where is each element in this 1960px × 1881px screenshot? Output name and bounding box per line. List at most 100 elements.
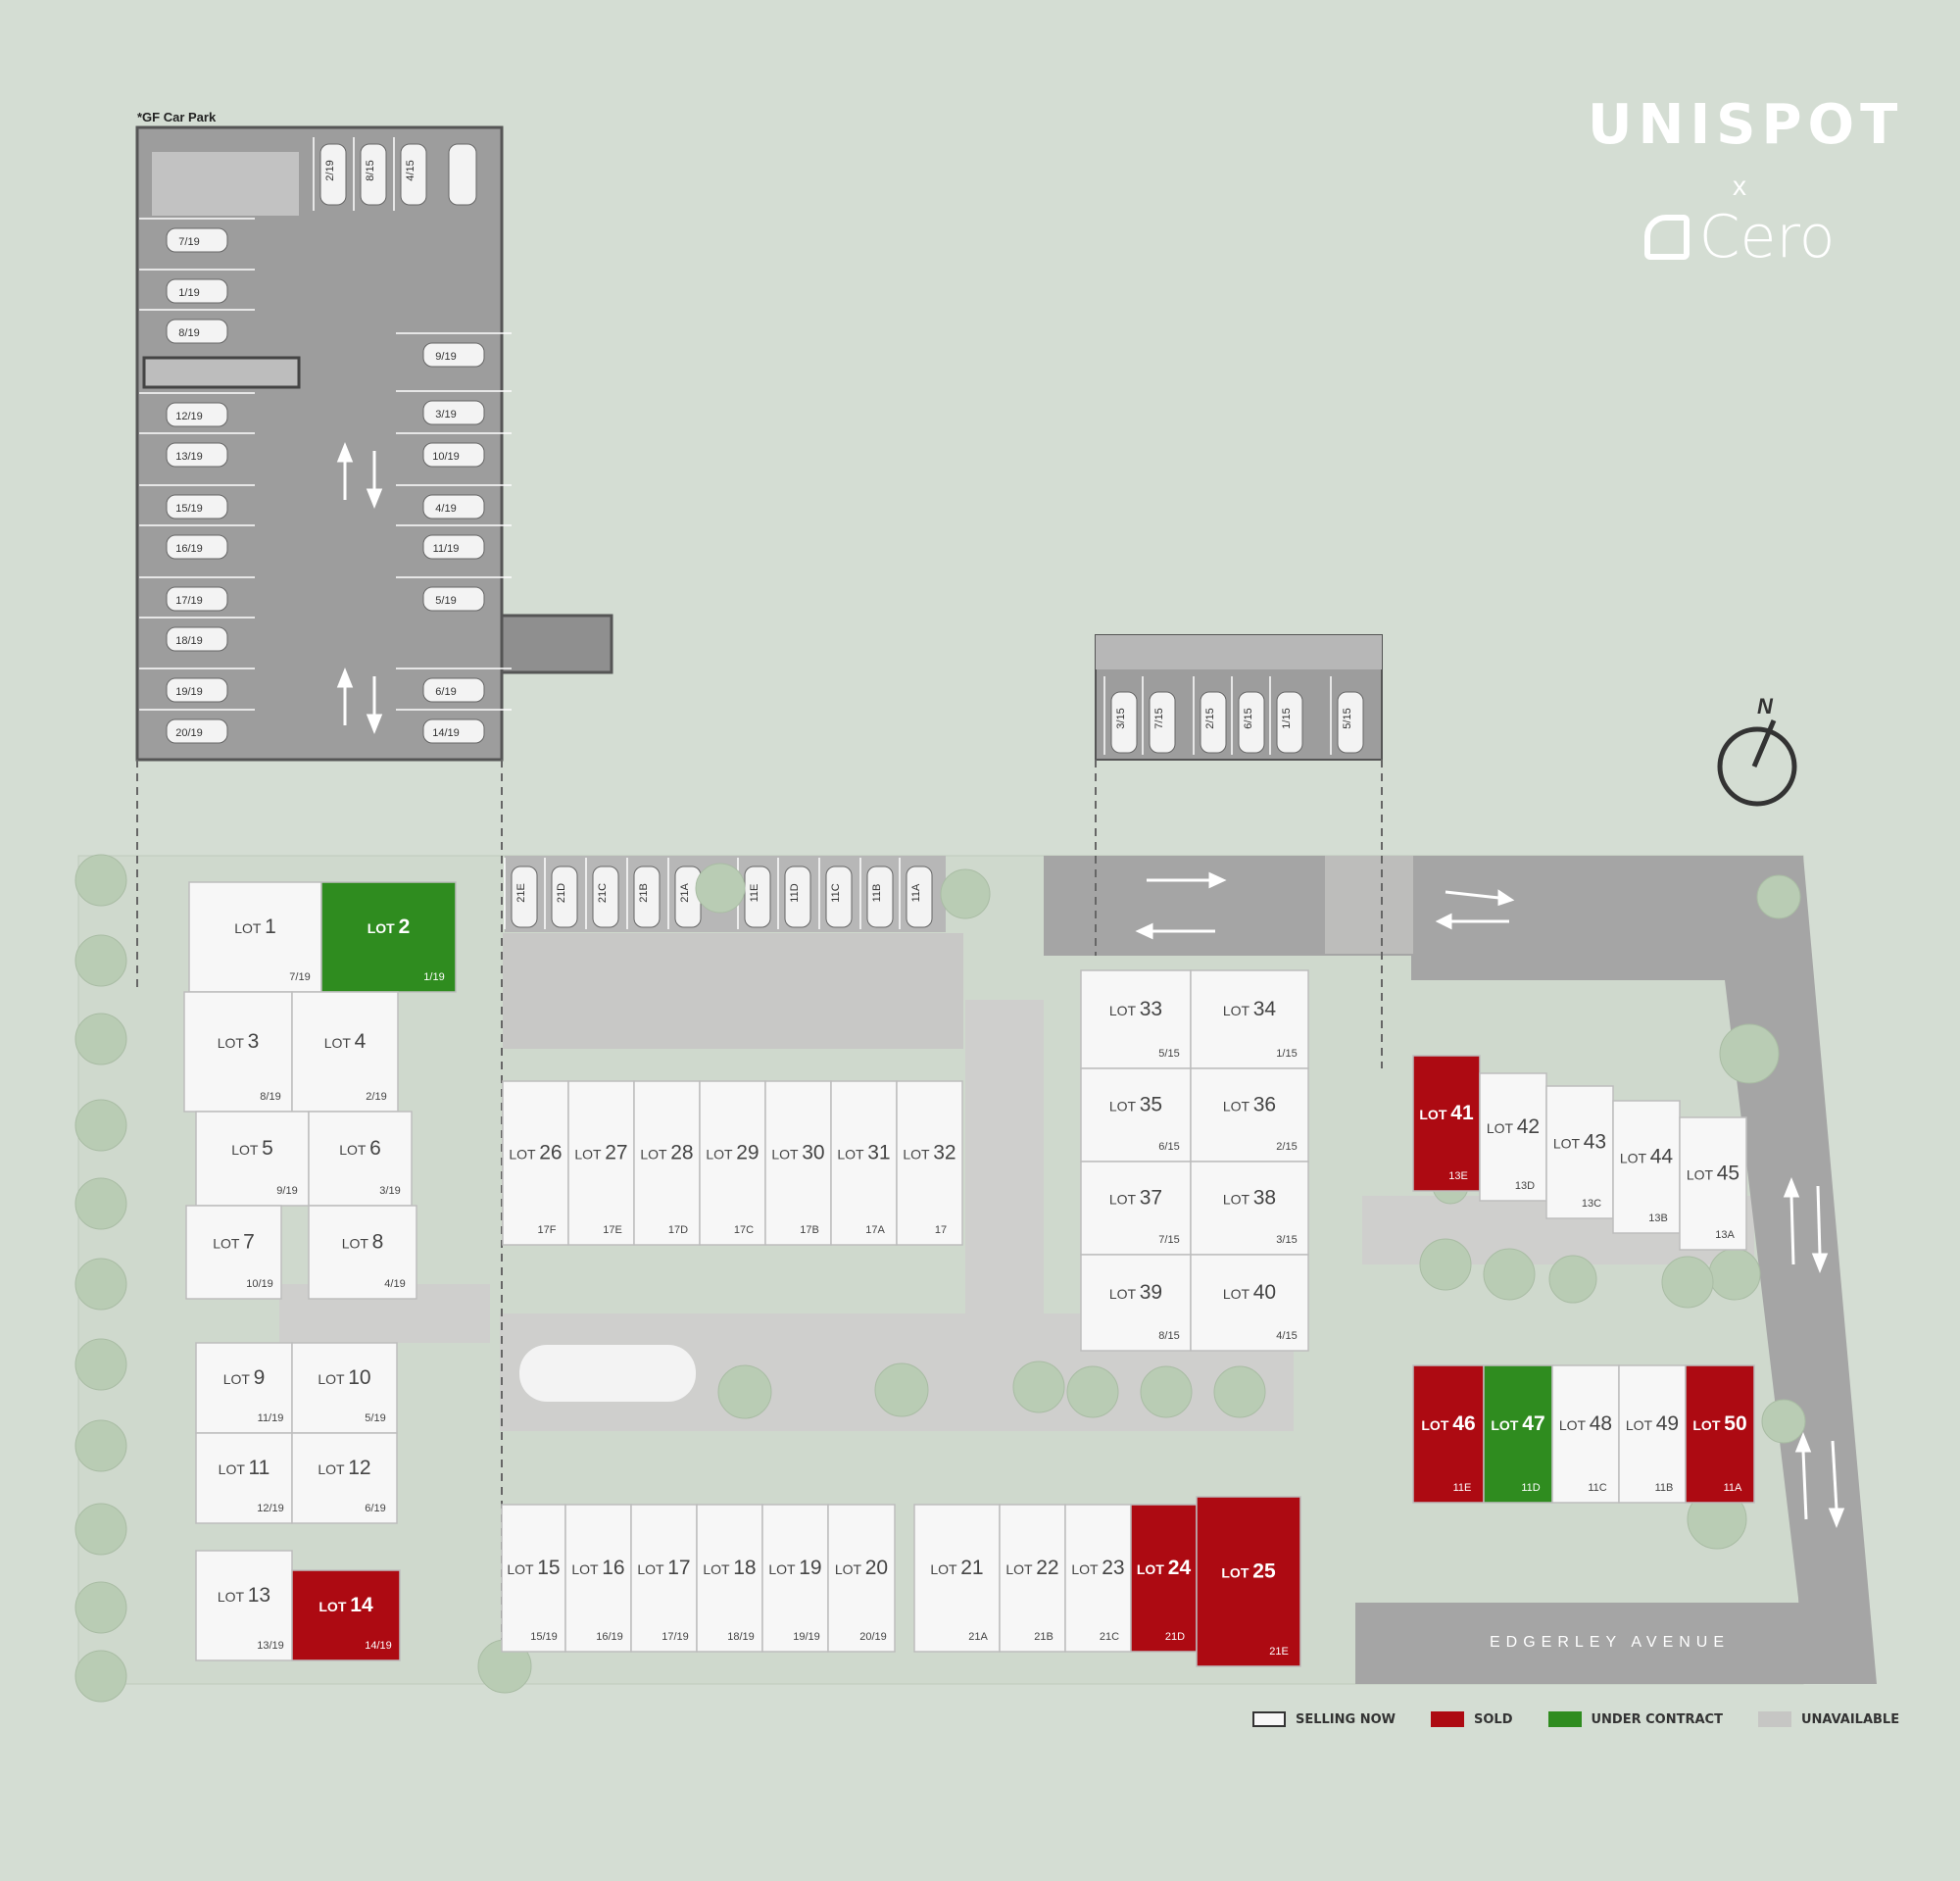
lot-shape[interactable] — [1618, 1364, 1687, 1504]
lot-shape[interactable] — [896, 1080, 963, 1246]
lot-shape[interactable] — [291, 991, 399, 1113]
lot-shape[interactable] — [1080, 969, 1192, 1069]
lot-34[interactable]: LOT 341/15 — [1190, 969, 1309, 1069]
lot-shape[interactable] — [761, 1504, 829, 1653]
lot-shape[interactable] — [1080, 1067, 1192, 1163]
lot-shape[interactable] — [1190, 1161, 1309, 1256]
lot-shape[interactable] — [830, 1080, 898, 1246]
lot-shape[interactable] — [913, 1504, 1001, 1653]
lot-35[interactable]: LOT 356/15 — [1080, 1067, 1192, 1163]
lot-shape[interactable] — [633, 1080, 701, 1246]
lot-shape[interactable] — [1196, 1496, 1301, 1667]
lot-4[interactable]: LOT 42/19 — [291, 991, 399, 1113]
lot-shape[interactable] — [564, 1504, 632, 1653]
lot-shape[interactable] — [1412, 1055, 1481, 1192]
lot-shape[interactable] — [1479, 1072, 1547, 1202]
lot-shape[interactable] — [567, 1080, 635, 1246]
lot-shape[interactable] — [1190, 1067, 1309, 1163]
lot-6[interactable]: LOT 63/19 — [308, 1111, 413, 1207]
lot-33[interactable]: LOT 335/15 — [1080, 969, 1192, 1069]
lot-shape[interactable] — [1190, 969, 1309, 1069]
lot-shape[interactable] — [320, 881, 457, 993]
lot-5[interactable]: LOT 59/19 — [195, 1111, 310, 1207]
lot-shape[interactable] — [502, 1080, 569, 1246]
lot-shape[interactable] — [1080, 1254, 1192, 1352]
lot-shape[interactable] — [1130, 1504, 1198, 1653]
lot-40[interactable]: LOT 404/15 — [1190, 1254, 1309, 1352]
lot-shape[interactable] — [188, 881, 322, 993]
lot-shape[interactable] — [308, 1111, 413, 1207]
lot-7[interactable]: LOT 710/19 — [185, 1205, 282, 1300]
lot-38[interactable]: LOT 383/15 — [1190, 1161, 1309, 1256]
lot-9[interactable]: LOT 911/19 — [195, 1342, 293, 1434]
lot-39[interactable]: LOT 398/15 — [1080, 1254, 1192, 1352]
lot-shape[interactable] — [185, 1205, 282, 1300]
lot-shape[interactable] — [1412, 1364, 1485, 1504]
lot-37[interactable]: LOT 377/15 — [1080, 1161, 1192, 1256]
lot-3[interactable]: LOT 38/19 — [183, 991, 293, 1113]
lot-shape[interactable] — [1685, 1364, 1755, 1504]
space-label: 10/19 — [432, 451, 460, 463]
lot-shape[interactable] — [291, 1432, 398, 1524]
car-icon — [422, 494, 485, 520]
lot-shape[interactable] — [1679, 1116, 1747, 1251]
lot-shape[interactable] — [696, 1504, 763, 1653]
lot-name: LOT 30 — [771, 1142, 824, 1164]
lot-10[interactable]: LOT 105/19 — [291, 1342, 398, 1434]
car-icon — [166, 626, 228, 652]
lot-shape[interactable] — [1551, 1364, 1620, 1504]
lot-shape[interactable] — [1545, 1085, 1614, 1219]
lot-shape[interactable] — [291, 1569, 401, 1661]
lot-shape[interactable] — [195, 1111, 310, 1207]
lot-8[interactable]: LOT 84/19 — [308, 1205, 417, 1300]
lot-36[interactable]: LOT 362/15 — [1190, 1067, 1309, 1163]
lot-parking: 11A — [1724, 1482, 1742, 1494]
lot-shape[interactable] — [827, 1504, 896, 1653]
lot-shape[interactable] — [630, 1504, 698, 1653]
lot-shape[interactable] — [999, 1504, 1066, 1653]
lot-shape[interactable] — [195, 1550, 293, 1661]
tree — [1066, 1365, 1119, 1418]
lot-2[interactable]: LOT 21/19 — [320, 881, 457, 993]
lot-shape[interactable] — [1612, 1100, 1681, 1234]
lot-1[interactable]: LOT 17/19 — [188, 881, 322, 993]
lot-shape[interactable] — [1190, 1254, 1309, 1352]
lot-shape[interactable] — [308, 1205, 417, 1300]
lot-parking: 13A — [1715, 1229, 1735, 1241]
lot-12[interactable]: LOT 126/19 — [291, 1432, 398, 1524]
lot-shape[interactable] — [195, 1342, 293, 1434]
